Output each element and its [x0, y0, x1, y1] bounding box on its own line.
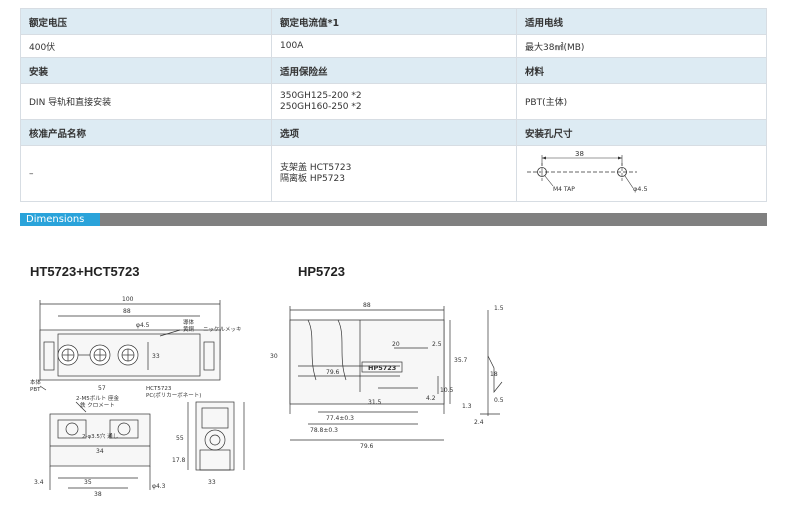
value-approved: –	[20, 145, 272, 202]
left-note-body: 本体	[30, 378, 42, 386]
header-approved: 核准产品名称	[20, 119, 272, 146]
header-mounting: 安装	[20, 57, 272, 84]
left-note-conductor: 導体	[183, 318, 195, 326]
left-note-brass: 黄銅	[183, 325, 195, 333]
value-material: PBT(主体)	[516, 83, 767, 120]
hole-dim-text: 38	[575, 150, 584, 158]
left-note-pc: PC(ポリカーボネート)	[146, 391, 201, 399]
right-drawing-title: HP5723	[298, 264, 345, 279]
right-technical-drawing: 88 20 2.5 35.7 10.5 4.2 HP5723 79.6 31.5…	[270, 302, 504, 450]
right-dim-30: 30	[270, 353, 278, 360]
value-mounting: DIN 导轨和直接安装	[20, 83, 272, 120]
right-dim-774: 77.4±0.3	[326, 415, 354, 422]
header-rated-current: 额定电流值*1	[271, 8, 517, 35]
right-dim-20: 20	[392, 341, 400, 348]
right-dim-13: 1.3	[462, 403, 472, 410]
dimensions-bar: Dimensions	[20, 213, 767, 226]
spec-value-row: DIN 导轨和直接安装 350GH125-200 *2 250GH160-250…	[20, 83, 767, 120]
value-fuse: 350GH125-200 *2 250GH160-250 *2	[271, 83, 517, 120]
left-dim-35: 35	[84, 479, 92, 486]
left-dim-43: φ4.3	[152, 483, 166, 490]
hole-size-diagram: 38 M4 TAP φ4.5	[527, 150, 648, 193]
left-dim-33: 33	[152, 353, 160, 360]
left-note-hct: HCT5723	[146, 386, 172, 392]
value-wire: 最大38㎟(MB)	[516, 34, 767, 58]
header-hole-size: 安装孔尺寸	[516, 119, 767, 146]
right-dim-88: 88	[363, 302, 371, 309]
left-dim-45: φ4.5	[136, 322, 150, 329]
left-note-hole: 2-φ3.5穴 通し	[82, 432, 118, 440]
left-note-steel: 鉄 クロメート	[80, 401, 115, 409]
fuse-line-1: 350GH125-200 *2	[280, 90, 362, 101]
left-dim-34: 34	[96, 448, 104, 455]
left-note-plating: ニッケルメッキ	[203, 326, 242, 333]
dimensions-label: Dimensions	[20, 213, 100, 226]
hole-dia-text: φ4.5	[633, 185, 648, 193]
left-dim-100: 100	[122, 296, 134, 303]
right-dim-315: 31.5	[368, 399, 382, 406]
header-rated-voltage: 额定电压	[20, 8, 272, 35]
left-dim-178: 17.8	[172, 457, 186, 464]
option-line-1: 支架盖 HCT5723	[280, 162, 352, 173]
hole-tap-text: M4 TAP	[553, 186, 575, 193]
header-options: 选项	[271, 119, 517, 146]
value-rated-voltage: 400伏	[20, 34, 272, 58]
left-note-pbt: PBT	[30, 387, 41, 393]
spec-table: 额定电压 额定电流值*1 适用电线 400伏 100A 最大38㎟(MB) 安装…	[20, 8, 767, 202]
right-dim-796a: 79.6	[326, 369, 340, 376]
right-dim-796b: 79.6	[360, 443, 374, 450]
left-note-bolt: 2-M5ボルト 座金	[76, 394, 119, 402]
spec-value-row: – 支架盖 HCT5723 隔离板 HP5723 38 M4 TAP	[20, 145, 767, 202]
value-rated-current: 100A	[271, 34, 517, 58]
left-drawing-title: HT5723+HCT5723	[30, 264, 140, 279]
left-dim-55: 55	[176, 435, 184, 442]
value-options: 支架盖 HCT5723 隔离板 HP5723	[271, 145, 517, 202]
right-dim-788: 78.8±0.3	[310, 427, 338, 434]
header-wire: 适用电线	[516, 8, 767, 35]
header-material: 材料	[516, 57, 767, 84]
left-dim-34b: 3.4	[34, 479, 44, 486]
right-dim-15: 1.5	[494, 305, 504, 312]
left-dim-88: 88	[123, 308, 131, 315]
right-part-label: HP5723	[368, 364, 396, 372]
value-hole-size: 38 M4 TAP φ4.5	[516, 145, 767, 202]
right-dim-357: 35.7	[454, 357, 468, 364]
right-dim-42: 4.2	[426, 395, 436, 402]
right-dim-24: 2.4	[474, 419, 484, 426]
right-dim-105: 10.5	[440, 387, 454, 394]
left-dim-57: 57	[98, 385, 106, 392]
spec-header-row: 核准产品名称 选项 安装孔尺寸	[20, 119, 767, 146]
right-dim-05: 0.5	[494, 397, 504, 404]
right-dim-18: 18	[490, 371, 498, 378]
fuse-line-2: 250GH160-250 *2	[280, 101, 362, 112]
left-dim-33b: 33	[208, 479, 216, 486]
spec-header-row: 额定电压 额定电流值*1 适用电线	[20, 8, 767, 35]
left-technical-drawing: 100 88 φ4.5 33 導体 黄銅 ニッケルメッキ 本体 PBT 57 H…	[30, 296, 245, 498]
header-fuse: 适用保险丝	[271, 57, 517, 84]
right-dim-25: 2.5	[432, 341, 442, 348]
spec-value-row: 400伏 100A 最大38㎟(MB)	[20, 34, 767, 58]
option-line-2: 隔离板 HP5723	[280, 173, 345, 184]
spec-header-row: 安装 适用保险丝 材料	[20, 57, 767, 84]
left-dim-38: 38	[94, 491, 102, 498]
